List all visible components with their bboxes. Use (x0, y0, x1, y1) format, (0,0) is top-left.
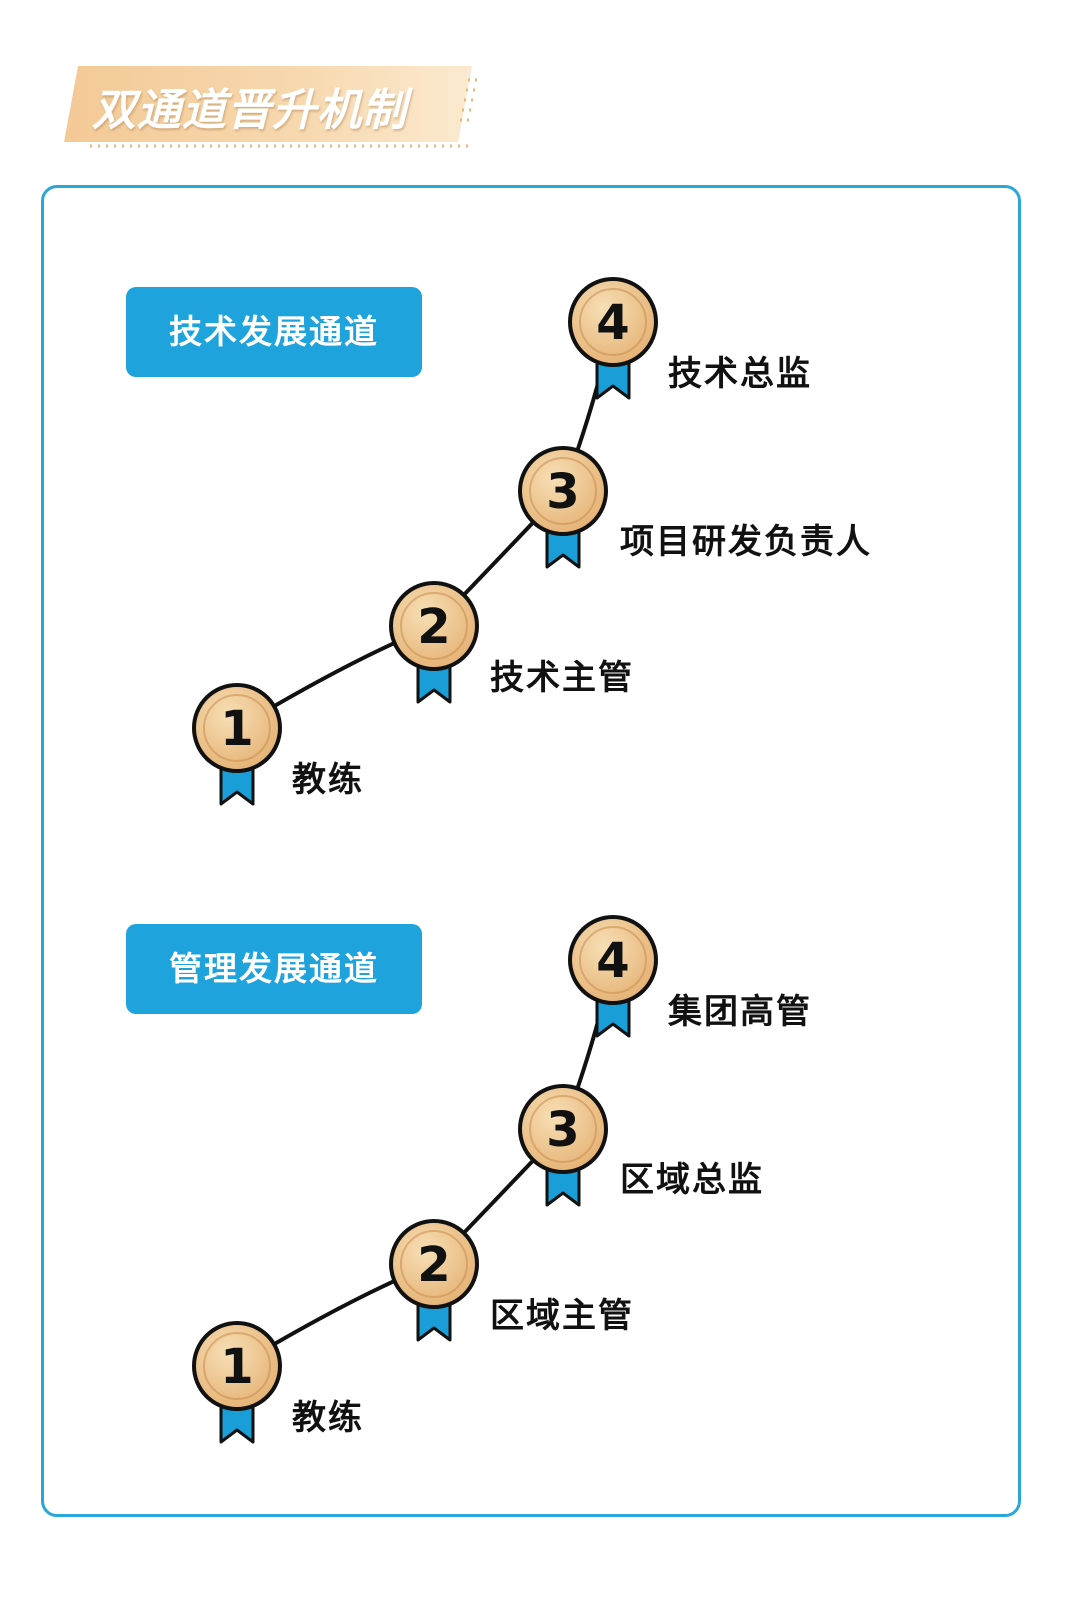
channel-label-management: 管理发展通道 (126, 924, 422, 1014)
tech-medal-1-number: 1 (220, 701, 253, 757)
title-banner-bg (64, 66, 478, 148)
mgmt-medal-2-icon: 2 (389, 1219, 479, 1342)
page-title: 双通道晋升机制 (92, 85, 407, 136)
content-frame (41, 185, 1021, 1517)
mgmt-medal-2-number: 2 (417, 1237, 450, 1293)
mgmt-medal-4-number: 4 (596, 933, 629, 989)
tech-medal-2-icon: 2 (389, 581, 479, 704)
tech-medal-1-icon: 1 (192, 683, 282, 806)
title-banner (64, 66, 484, 148)
mgmt-level-2-title: 区域主管 (490, 1296, 634, 1336)
mgmt-medal-3-number: 3 (546, 1102, 579, 1158)
mgmt-medal-3-icon: 3 (518, 1084, 608, 1207)
mgmt-medal-4-icon: 4 (568, 915, 658, 1038)
tech-medal-3-number: 3 (546, 464, 579, 520)
mgmt-progression-line (235, 959, 615, 1368)
tech-level-3-title: 项目研发负责人 (620, 522, 872, 562)
mgmt-level-4-title: 集团高管 (668, 992, 812, 1032)
tech-medal-4-icon: 4 (568, 277, 658, 400)
tech-level-1-title: 教练 (292, 760, 364, 800)
tech-medal-2-number: 2 (417, 599, 450, 655)
mgmt-medal-1-number: 1 (220, 1339, 253, 1395)
tech-level-4-title: 技术总监 (668, 354, 812, 394)
tech-level-2-title: 技术主管 (490, 658, 634, 698)
mgmt-level-1-title: 教练 (292, 1398, 364, 1438)
mgmt-medal-1-icon: 1 (192, 1321, 282, 1444)
tech-progression-line (235, 321, 615, 730)
mgmt-level-3-title: 区域总监 (620, 1160, 764, 1200)
channel-label-tech: 技术发展通道 (126, 287, 422, 377)
tech-medal-3-icon: 3 (518, 446, 608, 569)
tech-medal-4-number: 4 (596, 295, 629, 351)
